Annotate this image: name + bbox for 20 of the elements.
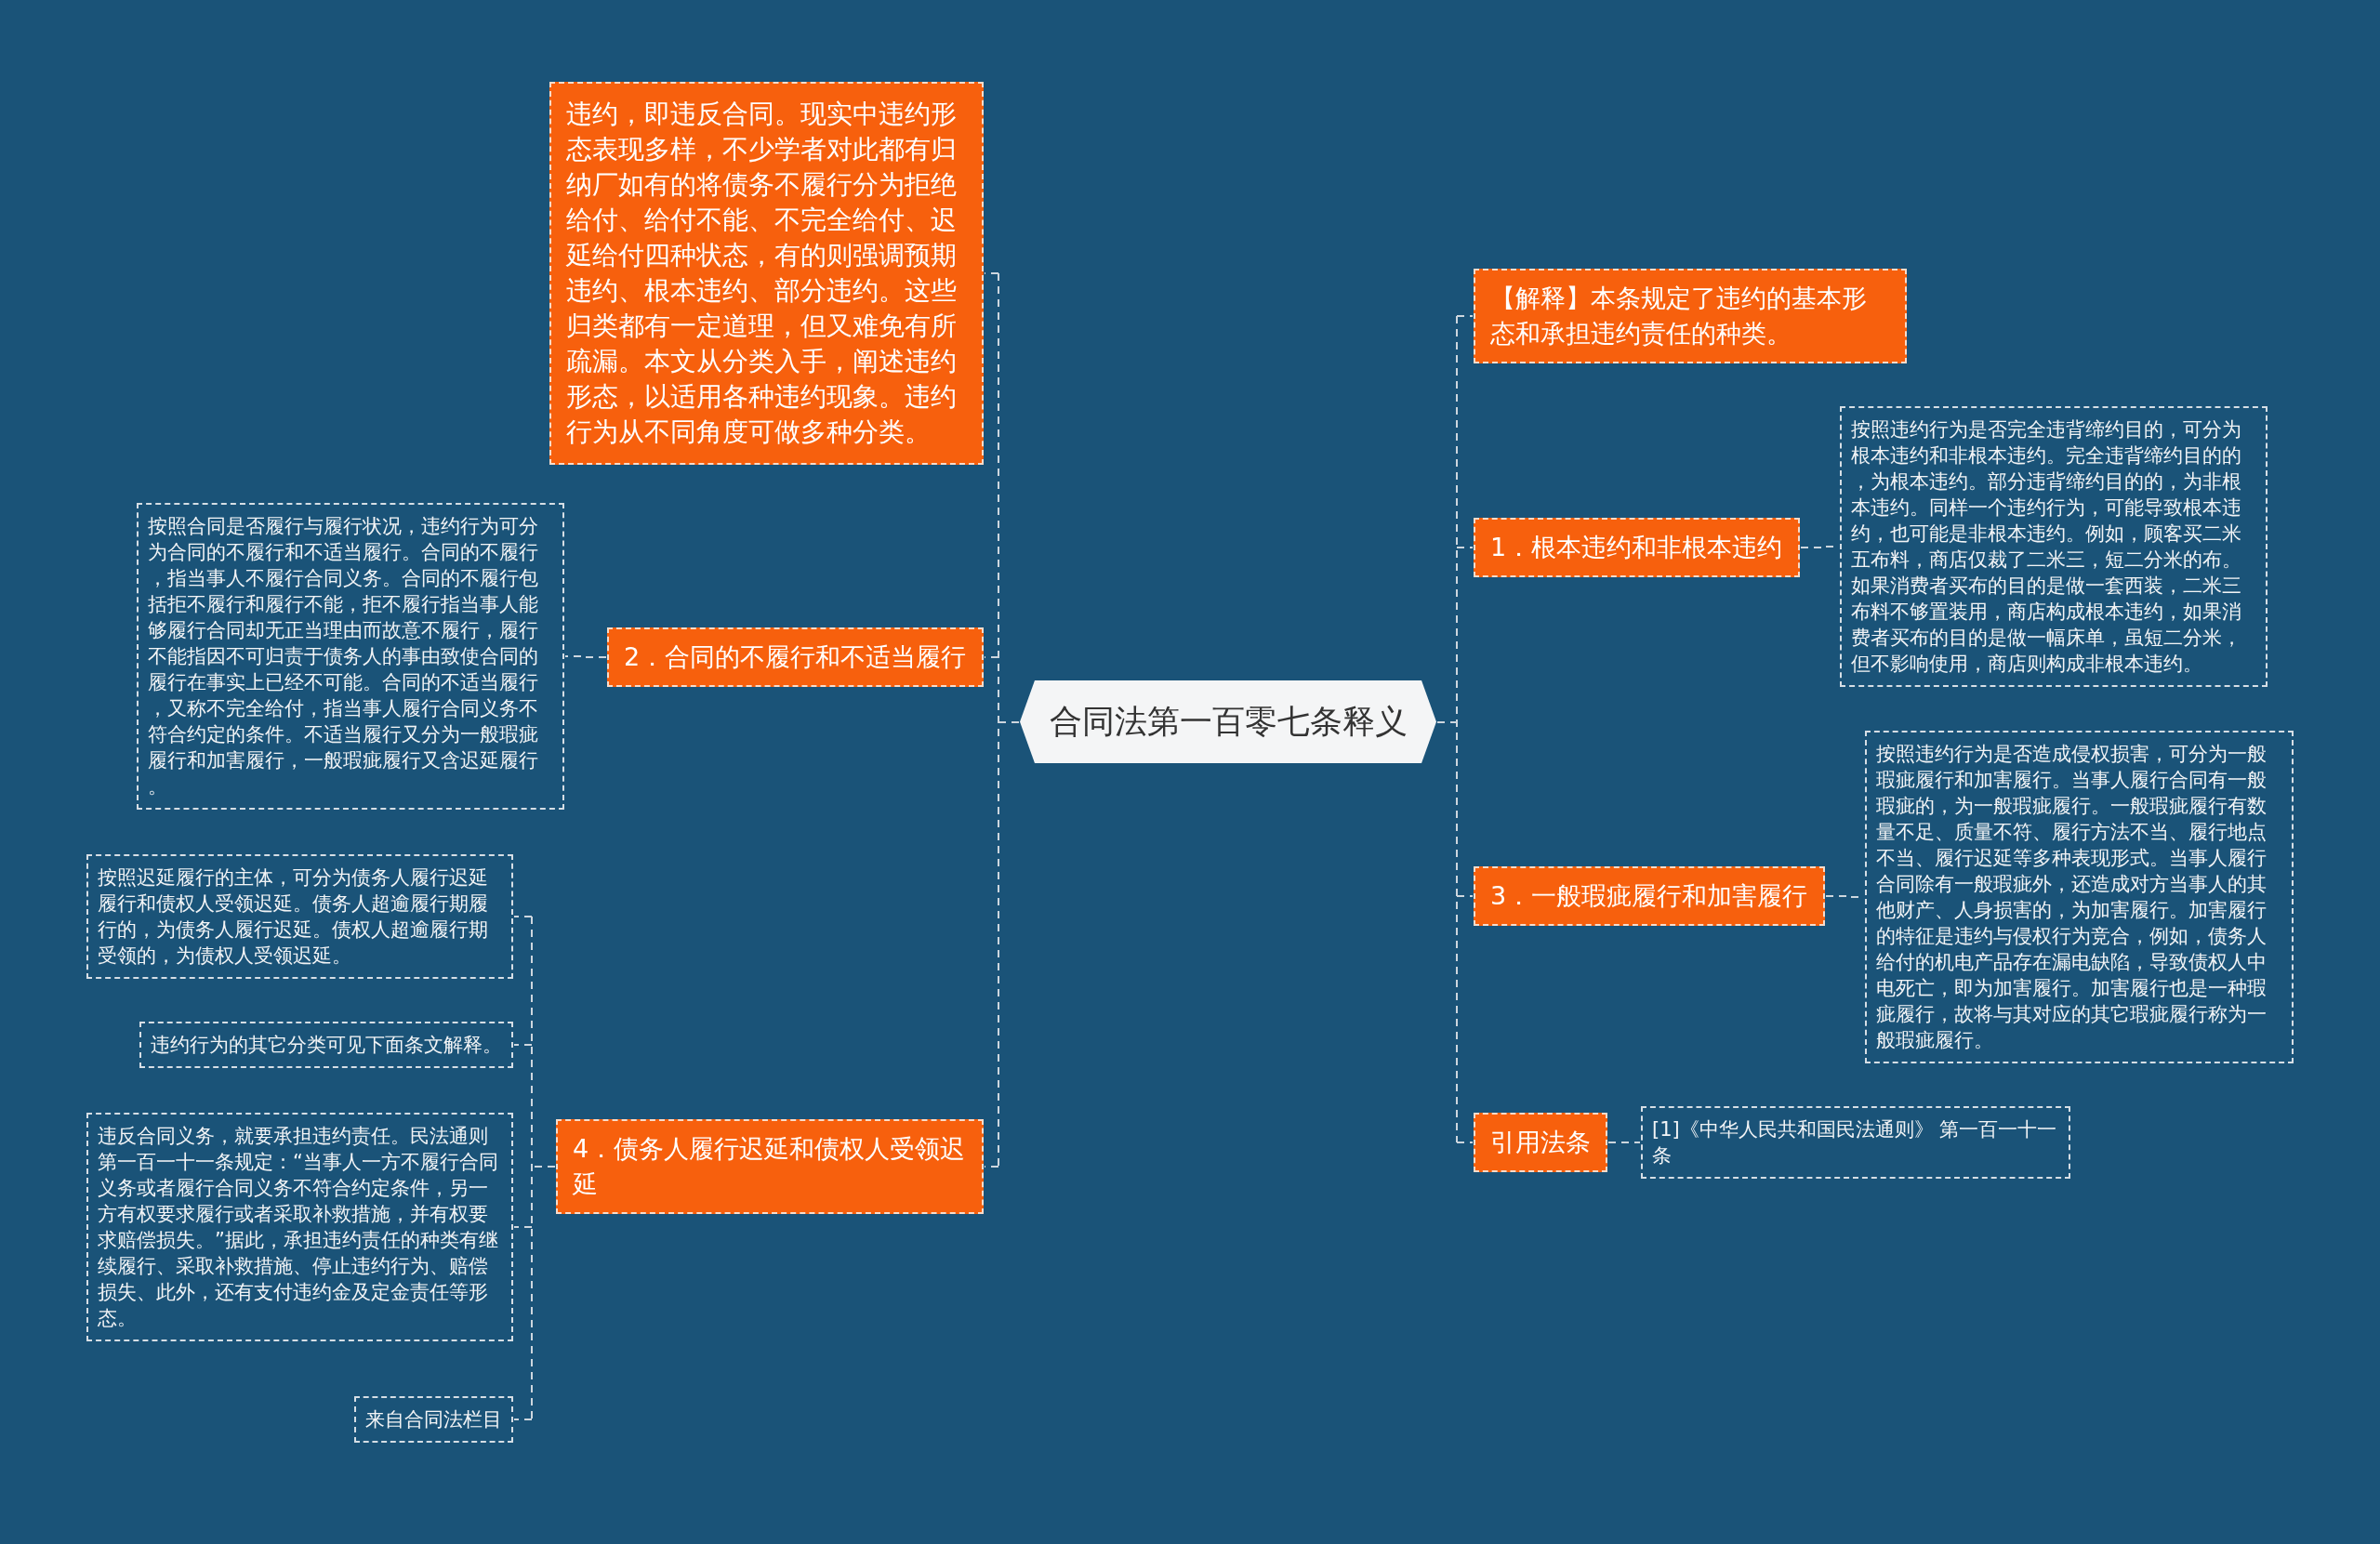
topic-box: 违约，即违反合同。现实中违约形态表现多样，不少学者对此都有归纳厂如有的将债务不履行分为拒绝给付、给付不能、不完全给付、迟延给付四种状态，有的则强调预期违约、根本违约、部分违约。这些归类都有一定道理，但又难免有所疏漏。本文从分类入手，阐述违约形态，以适用各种违约现象。违约行为从不同角度可做多种分类。	[549, 82, 984, 465]
note-box: [1]《中华人民共和国民法通则》 第一百一十一条	[1641, 1106, 2070, 1179]
note-box: 按照违约行为是否完全违背缔约目的，可分为根本违约和非根本违约。完全违背缔约目的的，为根本违约。部分违背缔约目的的，为非根本违约。同样一个违约行为，可能导致根本违约，也可能是非根本违约。例如，顾客买二米五布料，商店仅裁了二米三，短二分米的布。如果消费者买布的目的是做一套西装，二米三布料不够置装用，商店构成根本违约，如果消费者买布的目的是做一幅床单，虽短二分米，但不影响使用，商店则构成非根本违约。	[1840, 406, 2268, 687]
note-box: 违反合同义务，就要承担违约责任。民法通则第一百一十一条规定：“当事人一方不履行合同义务或者履行合同义务不符合约定条件，另一方有权要求履行或者采取补救措施，并有权要求赔偿损失。”据此，承担违约责任的种类有继续履行、采取补救措施、停止违约行为、赔偿损失、此外，还有支付违约金及定金责任等形态。	[86, 1113, 513, 1341]
connector-line	[1607, 1142, 1641, 1143]
central-topic: 合同法第一百零七条释义	[1020, 680, 1436, 763]
note-box: 按照迟延履行的主体，可分为债务人履行迟延履行和债权人受领迟延。债务人超逾履行期履行的，为债务人履行迟延。债权人超逾履行期受领的，为债权人受领迟延。	[86, 854, 513, 979]
note-box: 违约行为的其它分类可见下面条文解释。	[139, 1022, 513, 1068]
connector-line	[1436, 315, 1474, 1143]
note-box: 按照违约行为是否造成侵权损害，可分为一般瑕疵履行和加害履行。当事人履行合同有一般瑕疵的，为一般瑕疵履行。一般瑕疵履行有数量不足、质量不符、履行方法不当、履行地点不当、履行迟延等多种表现形式。当事人履行合同除有一般瑕疵外，还造成对方当事人的其他财产、人身损害的，为加害履行。加害履行的特征是违约与侵权行为竞合，例如，债务人给付的机电产品存在漏电缺陷，导致债权人中电死亡，即为加害履行。加害履行也是一种瑕疵履行，故将与其对应的其它瑕疵履行称为一般瑕疵履行。	[1865, 731, 2294, 1063]
connector-line	[513, 916, 556, 1420]
topic-box: 3．一般瑕疵履行和加害履行	[1474, 866, 1825, 926]
note-box: 来自合同法栏目	[354, 1396, 513, 1443]
topic-box: 引用法条	[1474, 1113, 1607, 1172]
topic-box: 1．根本违约和非根本违约	[1474, 518, 1800, 577]
connector-line	[564, 655, 607, 658]
topic-box: 【解释】本条规定了违约的基本形态和承担违约责任的种类。	[1474, 269, 1907, 363]
topic-box: 2．合同的不履行和不适当履行	[607, 627, 984, 687]
note-box: 按照合同是否履行与履行状况，违约行为可分为合同的不履行和不适当履行。合同的不履行，指当事人不履行合同义务。合同的不履行包括拒不履行和履行不能，拒不履行指当事人能够履行合同却无正当理由而故意不履行，履行不能指因不可归责于债务人的事由致使合同的履行在事实上已经不可能。合同的不适当履行，又称不完全给付，指当事人履行合同义务不符合约定的条件。不适当履行又分为一般瑕疵履行和加害履行，一般瑕疵履行又含迟延履行。	[137, 503, 564, 810]
topic-box: 4．债务人履行迟延和债权人受领迟延	[556, 1119, 984, 1214]
